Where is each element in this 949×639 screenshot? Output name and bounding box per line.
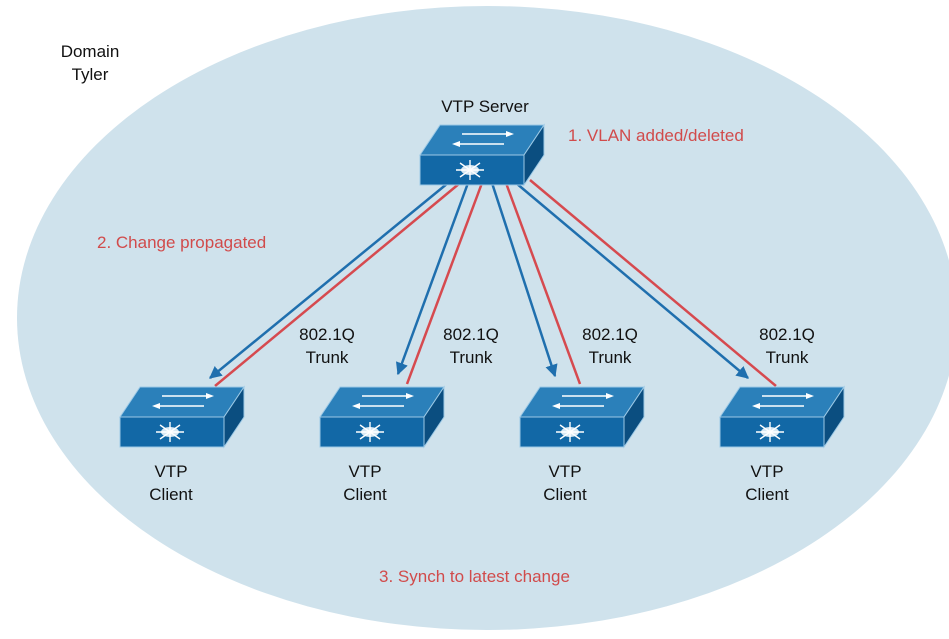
vtp-client-label-1: VTP Client bbox=[116, 460, 226, 506]
vtp-client-label-3-line2: Client bbox=[543, 485, 587, 504]
vtp-client-label-3: VTP Client bbox=[510, 460, 620, 506]
vtp-client-switch-icon-1 bbox=[119, 386, 245, 448]
red-link-client-1 bbox=[214, 182, 461, 387]
vtp-client-label-2-line2: Client bbox=[343, 485, 387, 504]
red-link-client-3 bbox=[504, 182, 582, 385]
vtp-client-switch-icon-4 bbox=[719, 386, 845, 448]
vtp-client-label-3-line1: VTP bbox=[548, 462, 582, 481]
domain-label-line2: Tyler bbox=[71, 65, 109, 84]
trunk-label-4-line1: 802.1Q bbox=[759, 325, 815, 344]
vtp-client-label-1-line2: Client bbox=[149, 485, 193, 504]
domain-label: Domain Tyler bbox=[0, 40, 180, 86]
vtp-client-label-2: VTP Client bbox=[310, 460, 420, 506]
trunk-label-1-line1: 802.1Q bbox=[299, 325, 355, 344]
trunk-links bbox=[209, 179, 777, 387]
vtp-domain-ellipse bbox=[17, 6, 949, 630]
vtp-client-label-4: VTP Client bbox=[712, 460, 822, 506]
trunk-label-4: 802.1Q Trunk bbox=[742, 323, 832, 369]
trunk-label-1: 802.1Q Trunk bbox=[282, 323, 372, 369]
red-link-client-2 bbox=[405, 182, 484, 385]
trunk-label-1-line2: Trunk bbox=[305, 348, 349, 367]
trunk-label-2: 802.1Q Trunk bbox=[426, 323, 516, 369]
vtp-server-label: VTP Server bbox=[441, 97, 529, 116]
trunk-label-4-line2: Trunk bbox=[765, 348, 809, 367]
vtp-client-label-4-line2: Client bbox=[745, 485, 789, 504]
blue-link-client-3 bbox=[490, 182, 558, 378]
blue-link-client-1 bbox=[209, 182, 449, 379]
vtp-client-label-2-line1: VTP bbox=[348, 462, 382, 481]
trunk-label-3-line1: 802.1Q bbox=[582, 325, 638, 344]
red-link-client-4 bbox=[529, 179, 777, 387]
vtp-server-switch-icon bbox=[419, 124, 545, 186]
trunk-label-3: 802.1Q Trunk bbox=[565, 323, 655, 369]
step-2-note: 2. Change propagated bbox=[97, 233, 267, 252]
vtp-client-label-4-line1: VTP bbox=[750, 462, 784, 481]
step-3-note: 3. Synch to latest change bbox=[379, 567, 570, 586]
trunk-label-3-line2: Trunk bbox=[588, 348, 632, 367]
blue-link-client-2 bbox=[396, 182, 470, 376]
vtp-client-switch-icon-2 bbox=[319, 386, 445, 448]
vtp-client-label-1-line1: VTP bbox=[154, 462, 188, 481]
trunk-label-2-line2: Trunk bbox=[449, 348, 493, 367]
blue-link-client-4 bbox=[515, 182, 749, 379]
trunk-label-2-line1: 802.1Q bbox=[443, 325, 499, 344]
step-1-note: 1. VLAN added/deleted bbox=[568, 126, 744, 145]
vtp-client-switch-icon-3 bbox=[519, 386, 645, 448]
domain-label-line1: Domain bbox=[60, 42, 120, 61]
